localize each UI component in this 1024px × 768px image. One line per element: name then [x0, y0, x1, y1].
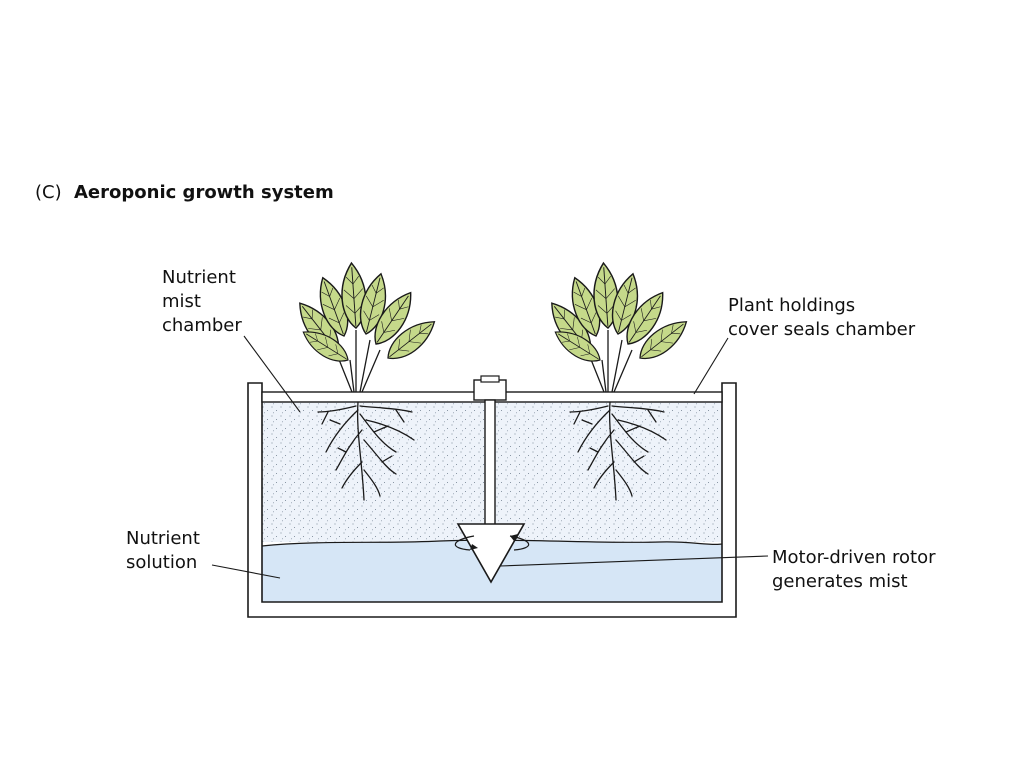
panel-tag: (C): [35, 182, 62, 203]
motor-housing: [473, 379, 507, 401]
leader-cover: [693, 337, 729, 395]
label-rotor: Motor-driven rotor generates mist: [772, 547, 936, 592]
label-mist-chamber: Nutrient mist chamber: [162, 267, 242, 336]
tank: [247, 382, 737, 618]
rotor-shaft: [484, 399, 496, 529]
leader-solution: [211, 564, 281, 579]
plant-left: [290, 261, 442, 501]
leader-rotor: [499, 555, 769, 567]
label-nutrient-solution: Nutrient solution: [126, 528, 200, 573]
roots-left: [317, 401, 415, 501]
leader-mist-chamber: [243, 335, 301, 413]
figure-title: Aeroponic growth system: [74, 182, 334, 203]
rotor-cone: [456, 523, 526, 584]
plant-right: [542, 261, 694, 501]
label-cover: Plant holdings cover seals chamber: [728, 295, 916, 340]
roots-right: [569, 401, 667, 501]
